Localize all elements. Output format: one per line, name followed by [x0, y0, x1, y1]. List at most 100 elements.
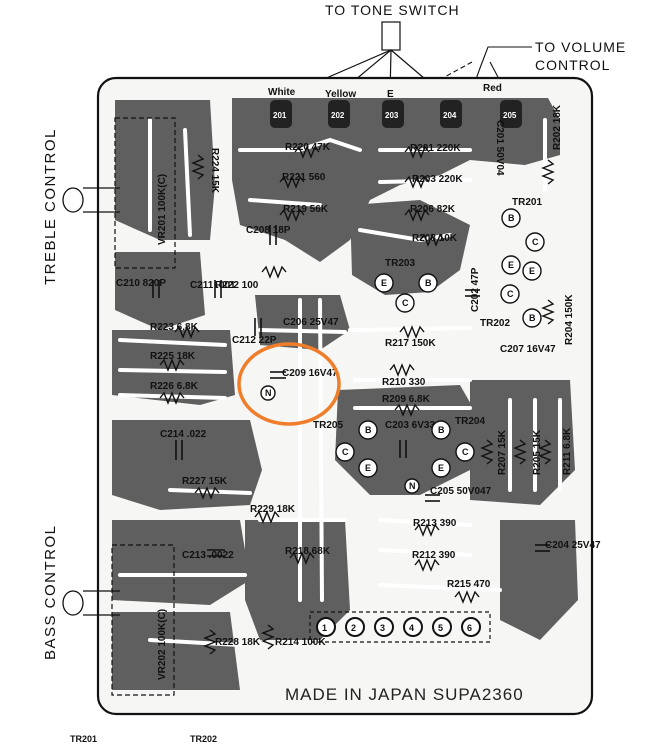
wire-label-e: E: [387, 89, 394, 100]
output-connector: 1 2 3 4 5 6: [309, 611, 491, 643]
label-c204: C204 25V47: [545, 540, 601, 551]
label-c209: C209 16V47: [282, 368, 338, 379]
wire-label-red: Red: [483, 83, 502, 94]
pin-letter-b: B: [425, 278, 432, 288]
potentiometer-outlines: [111, 117, 176, 696]
label-c206: C206 25V47: [283, 317, 339, 328]
label-r218: R218 68K: [285, 546, 331, 557]
label-r206: R206 82K: [410, 204, 456, 215]
pin-tr203-b: [418, 273, 438, 293]
label-tr205: TR205: [313, 420, 343, 431]
pin-letter-b: B: [529, 313, 536, 323]
connector-pin-3: [374, 617, 394, 637]
pin-tr203-e: [374, 273, 394, 293]
terminal-pad-205: [500, 100, 522, 128]
pin-tr202-c: [500, 284, 520, 304]
label-r208: R208 10K: [412, 233, 458, 244]
treble-connector-icon: [62, 187, 120, 213]
bass-connector-icon: [62, 590, 120, 616]
pin-tr201-e: [501, 255, 521, 275]
label-c213: C213 .0022: [182, 550, 234, 561]
pin-letter-c: C: [402, 298, 409, 308]
label-vr201: VR201 100K(C): [157, 174, 168, 245]
capacitor-symbols: [152, 225, 550, 557]
treble-control-label: TREBLE CONTROL: [42, 128, 59, 285]
pin-letter-e: E: [438, 463, 444, 473]
label-c201: C201 50V04: [494, 120, 505, 176]
pin-letter-c: C: [462, 447, 469, 457]
label-r229: R229 18K: [250, 504, 296, 515]
label-r228: R228 18K: [215, 637, 261, 648]
connector-pin-label-4: 4: [409, 623, 414, 633]
connector-pin-label-1: 1: [322, 623, 327, 633]
pin-tr201-c: [525, 232, 545, 252]
pin-tr201-b: [501, 208, 521, 228]
label-r219: R219 56K: [283, 204, 329, 215]
pin-tr202-b: [522, 308, 542, 328]
pin-letter-n: N: [409, 481, 416, 491]
pin-letter-e: E: [529, 266, 535, 276]
pin-c209-n: [260, 385, 276, 401]
connector-pin-5: [432, 617, 452, 637]
label-r207: R207 15K: [497, 429, 508, 475]
connector-pin-2: [345, 617, 365, 637]
connector-pin-label-5: 5: [438, 623, 443, 633]
component-labels: R224 15K R220 47K R221 560 R201 220K C20…: [116, 104, 601, 680]
wire-label-yellow: Yellow: [325, 89, 356, 100]
footnote-right: TR202: [190, 734, 217, 744]
pin-letter-e: E: [508, 260, 514, 270]
label-r224: R224 15K: [209, 148, 220, 194]
pin-letter-n: N: [265, 388, 272, 398]
connector-pin-label-3: 3: [380, 623, 385, 633]
pin-tr205-e: [358, 458, 378, 478]
label-r221: R221 560: [282, 172, 326, 183]
pin-tr203-c: [395, 293, 415, 313]
label-r209: R209 6.8K: [382, 394, 431, 405]
highlight-circle: [237, 342, 341, 426]
transistor-pins: [260, 208, 545, 494]
terminal-label-204: 204: [443, 111, 457, 120]
terminal-pad-201: [270, 100, 292, 128]
label-vr202: VR202 100K(C): [157, 609, 168, 680]
wire-label-white: White: [268, 87, 296, 98]
pin-tr204-e: [431, 458, 451, 478]
label-r214: R214 100K: [275, 637, 326, 648]
terminal-pad-204: [440, 100, 462, 128]
connector-pin-label-6: 6: [467, 623, 472, 633]
label-r227: R227 15K: [182, 476, 228, 487]
pin-letter-b: B: [365, 425, 372, 435]
pin-letter-c: C: [507, 289, 514, 299]
pin-tr204-c: [455, 442, 475, 462]
pin-tr205-b: [358, 420, 378, 440]
terminal-pad-203: [382, 100, 404, 128]
label-r204: R204 150K: [564, 294, 575, 345]
label-r223: R223 6.8K: [150, 322, 199, 333]
pin-tr204-b: [431, 420, 451, 440]
label-r225: R225 18K: [150, 351, 196, 362]
label-r226: R226 6.8K: [150, 381, 199, 392]
terminal-label-205: 205: [503, 111, 517, 120]
connector-pin-6: [461, 617, 481, 637]
label-c214: C214 .022: [160, 429, 207, 440]
label-r222: R222 100: [215, 280, 259, 291]
label-tr204: TR204: [455, 416, 485, 427]
label-r205: R205 15K: [532, 429, 543, 475]
pin-letter-c: C: [342, 447, 349, 457]
label-c207: C207 16V47: [500, 344, 556, 355]
terminal-label-202: 202: [331, 111, 345, 120]
resistor-symbols: [159, 145, 555, 655]
connector-pin-4: [403, 617, 423, 637]
label-c210: C210 820P: [116, 278, 166, 289]
pin-tr205-c: [335, 442, 355, 462]
terminal-label-201: 201: [273, 111, 287, 120]
label-r210: R210 330: [382, 377, 426, 388]
label-c208: C208 18P: [246, 225, 291, 236]
label-tr202: TR202: [480, 318, 510, 329]
connector-pin-label-2: 2: [351, 623, 356, 633]
label-c205: C205 50V047: [430, 486, 492, 497]
pin-letters: B C E E C B E C B B C E B C E N N: [265, 213, 539, 491]
tone-switch-label: TO TONE SWITCH: [325, 2, 460, 18]
label-r202: R202 18K: [552, 104, 563, 150]
terminal-label-203: 203: [385, 111, 399, 120]
